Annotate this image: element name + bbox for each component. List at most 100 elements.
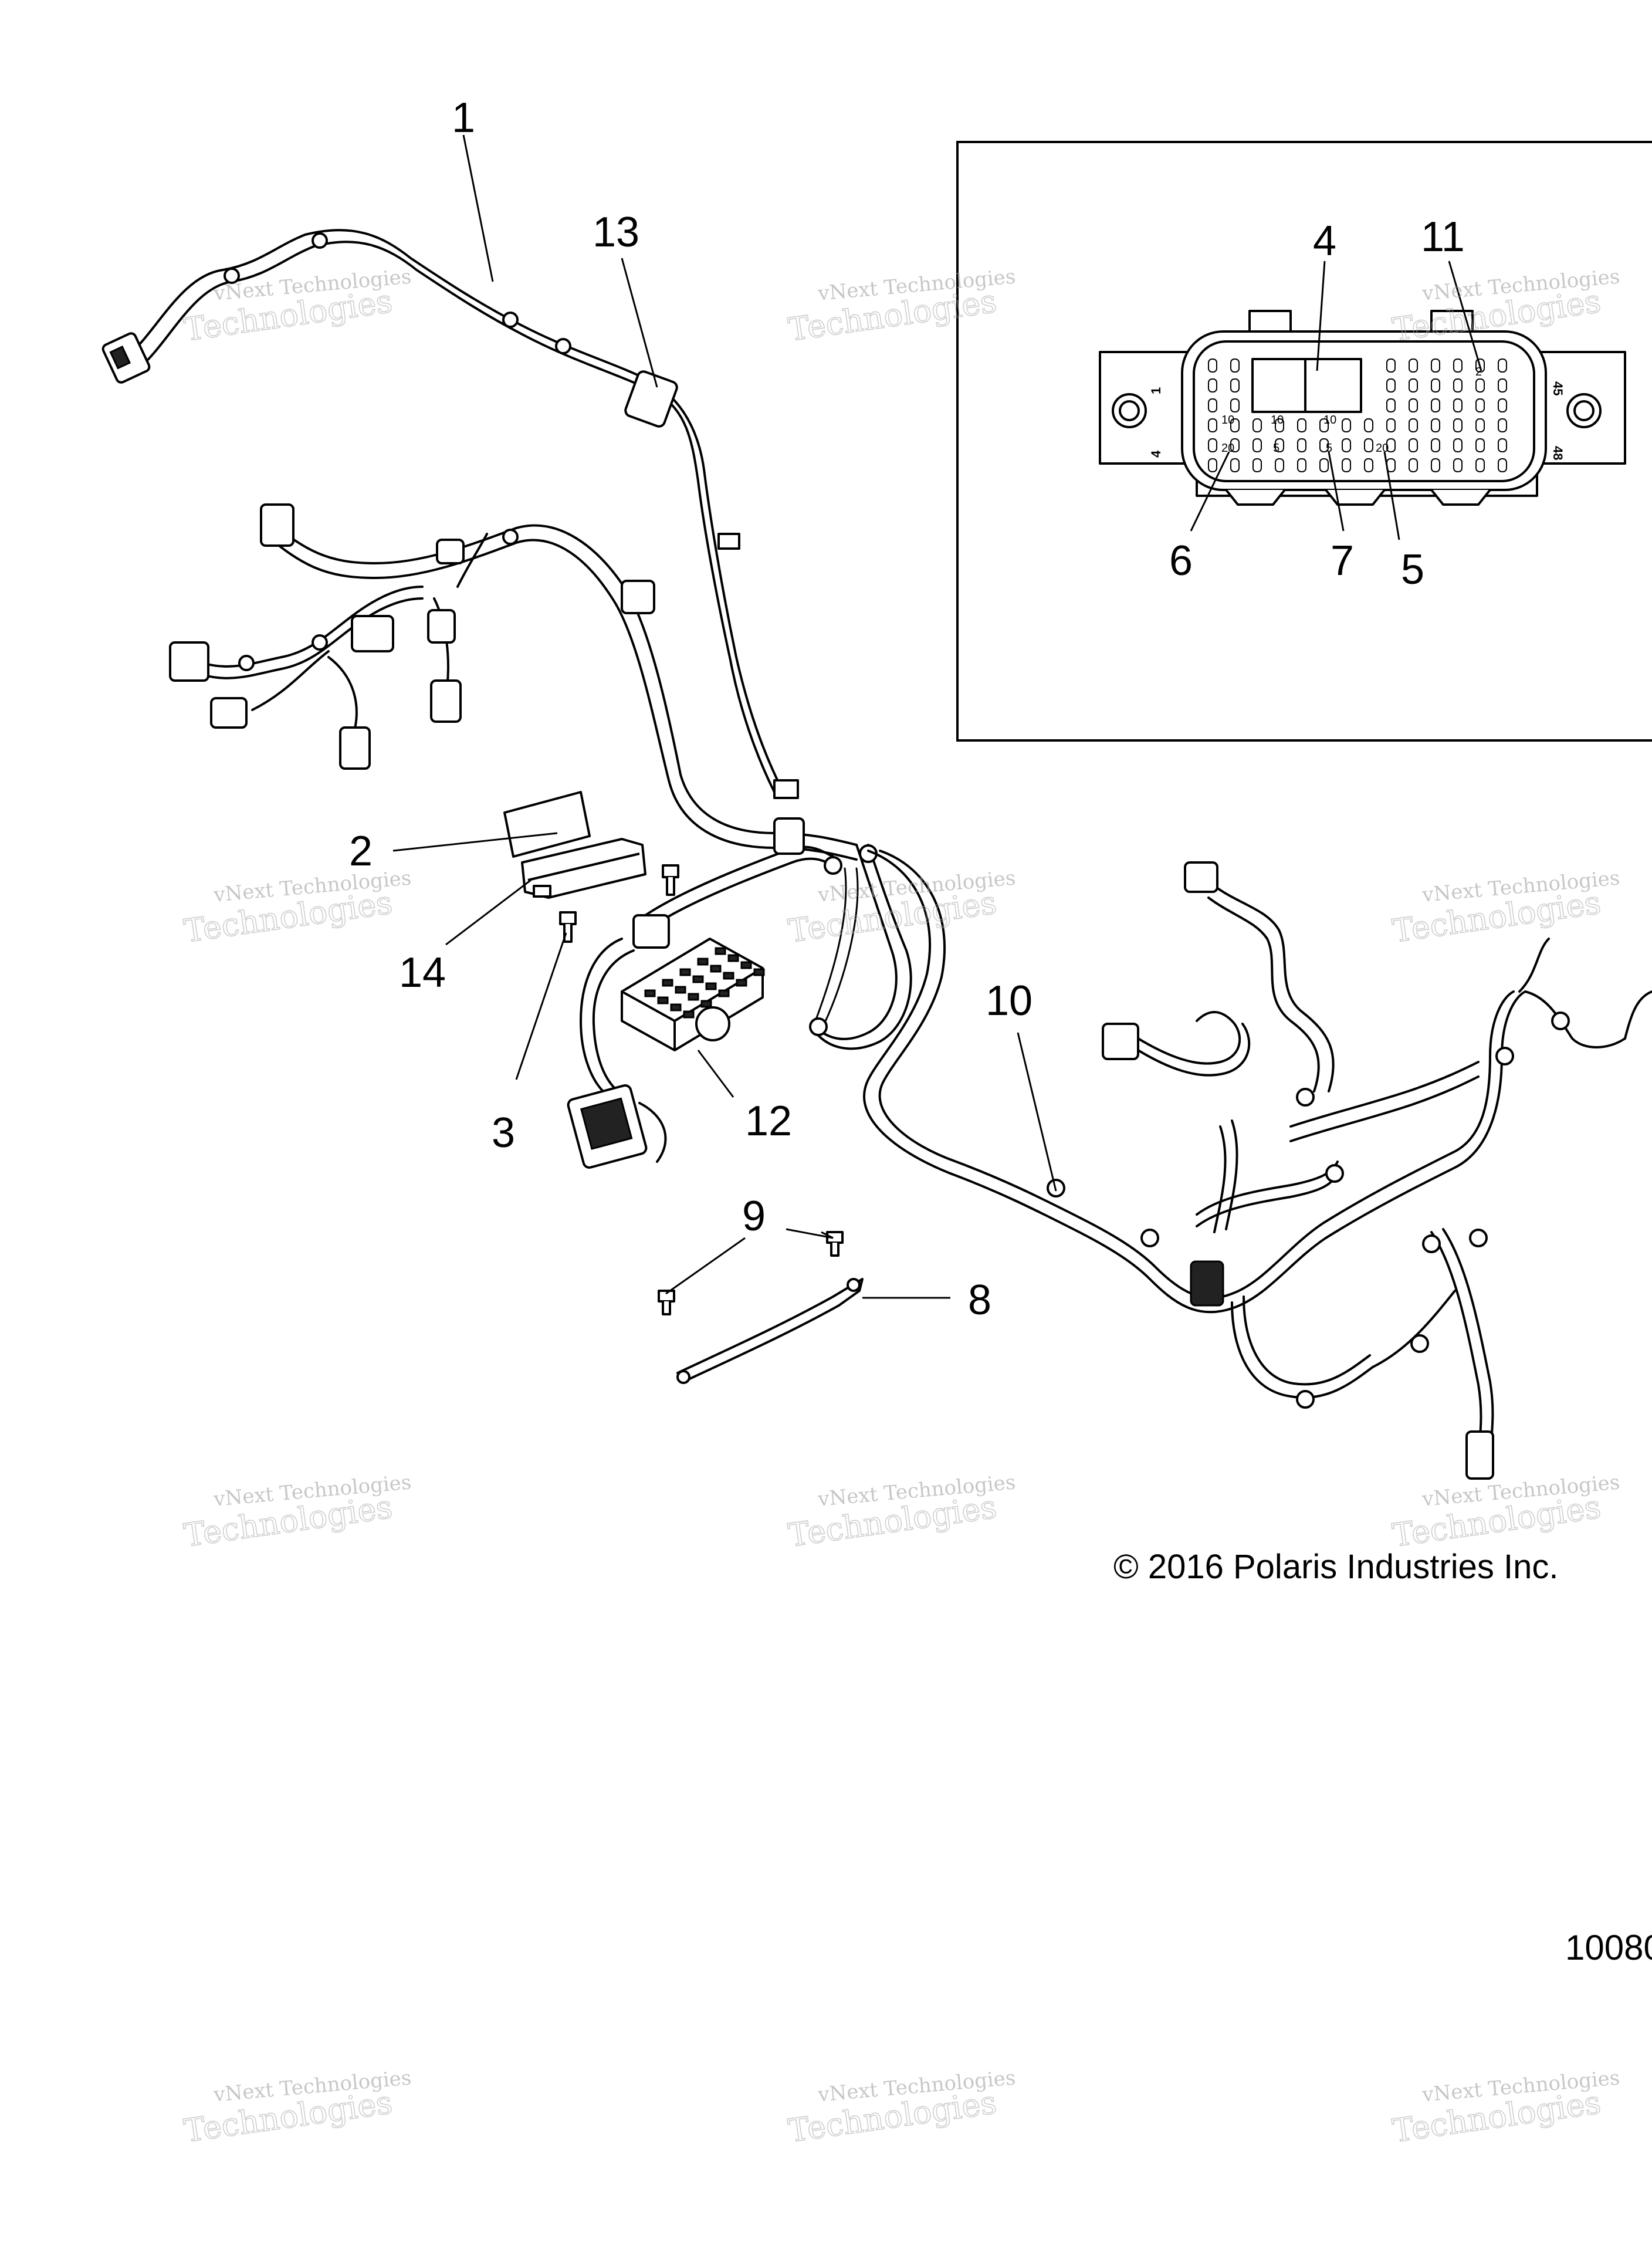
callout-3: 3 [492,1109,515,1156]
connector-pin [1498,418,1507,432]
connector-pin [1498,378,1507,393]
connector-pin [1409,378,1418,393]
screw-item-9 [658,1231,844,1315]
connector-pin [1386,418,1396,432]
connector-pin [1230,378,1240,393]
connector-pin [1386,438,1396,452]
connector-pin [1230,438,1240,452]
callout-2: 2 [349,828,373,875]
connector-pin [1208,398,1217,412]
connector-pin [1453,438,1463,452]
cavity-label-5a: 5 [1273,442,1279,455]
connector-pin [1453,418,1463,432]
fuse-slot [683,1010,695,1019]
connector-detail-inset: 1 4 45 48 10 10 10 20 5 5 20 2 [956,141,1652,742]
connector-pin [1498,458,1507,472]
fuse-slot [705,982,717,990]
connector-pin [1409,458,1418,472]
connector-pin [1252,438,1262,452]
callout-5: 5 [1401,546,1424,593]
connector-pin [1431,438,1440,452]
connector-pin [1453,358,1463,373]
callout-13: 13 [593,209,639,256]
connector-pin [1297,418,1306,432]
connector-pin [1208,378,1217,393]
callout-11: 11 [1421,214,1465,261]
fuse-slot [657,996,669,1004]
connector-pin [1342,458,1351,472]
harness-item-1 [101,229,799,799]
connector-pin [1230,418,1240,432]
fuse-slot [692,975,704,983]
connector-pin [1342,418,1351,432]
harness-loop-left [567,845,840,1169]
pin-label-48: 48 [1551,446,1565,460]
bracket-item-8 [676,1278,864,1384]
connector-pin [1319,418,1329,432]
connector-pin [1475,398,1485,412]
connector-pin [1453,378,1463,393]
callout-12: 12 [745,1098,792,1145]
fuse-slot [727,954,739,962]
cavity-label-10a: 10 [1221,414,1234,427]
fuse-slot [700,1000,712,1008]
fuse-slot [688,993,699,1001]
pin-label-1: 1 [1149,387,1163,394]
fuse-slot [670,1003,682,1012]
connector-pin [1475,418,1485,432]
pin-label-4: 4 [1149,450,1163,458]
fuse-grid [644,947,765,1019]
connector-pin [1386,378,1396,393]
callout-10: 10 [986,977,1032,1024]
connector-pin [1453,458,1463,472]
connector-pin [1297,458,1306,472]
connector-pin [1230,398,1240,412]
fuse-slot [736,979,747,987]
connector-pin [1409,418,1418,432]
connector-pin [1319,438,1329,452]
fuse-slot [679,968,691,976]
fuse-slot [715,947,726,955]
connector-pin [1208,418,1217,432]
connector-pin [1453,398,1463,412]
fuse-slot [675,986,686,994]
fuse-slot [697,958,709,966]
fuse-slot [644,989,656,997]
fuse-slot [753,968,765,976]
fuse-slot [723,972,734,980]
connector-pin [1431,398,1440,412]
connector-pin [1319,458,1329,472]
connector-pin [1475,438,1485,452]
screw-item-3 [559,864,679,943]
fuse-slot [718,989,730,997]
fuse-slot [740,961,752,969]
callout-14: 14 [399,949,446,996]
fuse-slot [662,979,673,987]
connector-pin [1364,418,1373,432]
cavity-label-5b: 5 [1326,442,1332,455]
connector-pin [1208,358,1217,373]
callout-numbers: 1 2 3 4 5 6 7 8 9 10 11 12 13 14 [349,94,1465,1324]
connector-pin [1386,398,1396,412]
document-number: 10080 [1565,1928,1652,1967]
harness-branch-left [169,503,858,861]
connector-pin [1431,378,1440,393]
connector-pin [1431,418,1440,432]
callout-9: 9 [742,1193,766,1240]
connector-pin [1386,358,1396,373]
cavity-label-10c: 10 [1323,414,1336,427]
connector-pin [1409,358,1418,373]
callout-7: 7 [1331,537,1354,584]
callout-8: 8 [968,1277,991,1324]
connector-pin [1498,358,1507,373]
cavity-label-20a: 20 [1221,442,1234,455]
connector-pin [1409,398,1418,412]
connector-pin [1208,438,1217,452]
harness-item-10 [1047,861,1652,1480]
pin-label-45: 45 [1551,381,1565,395]
callout-6: 6 [1169,537,1193,584]
fuse-slot [710,965,722,973]
cavity-label-20b: 20 [1376,442,1389,455]
connector-pin [1364,438,1373,452]
connector-pin [1498,438,1507,452]
